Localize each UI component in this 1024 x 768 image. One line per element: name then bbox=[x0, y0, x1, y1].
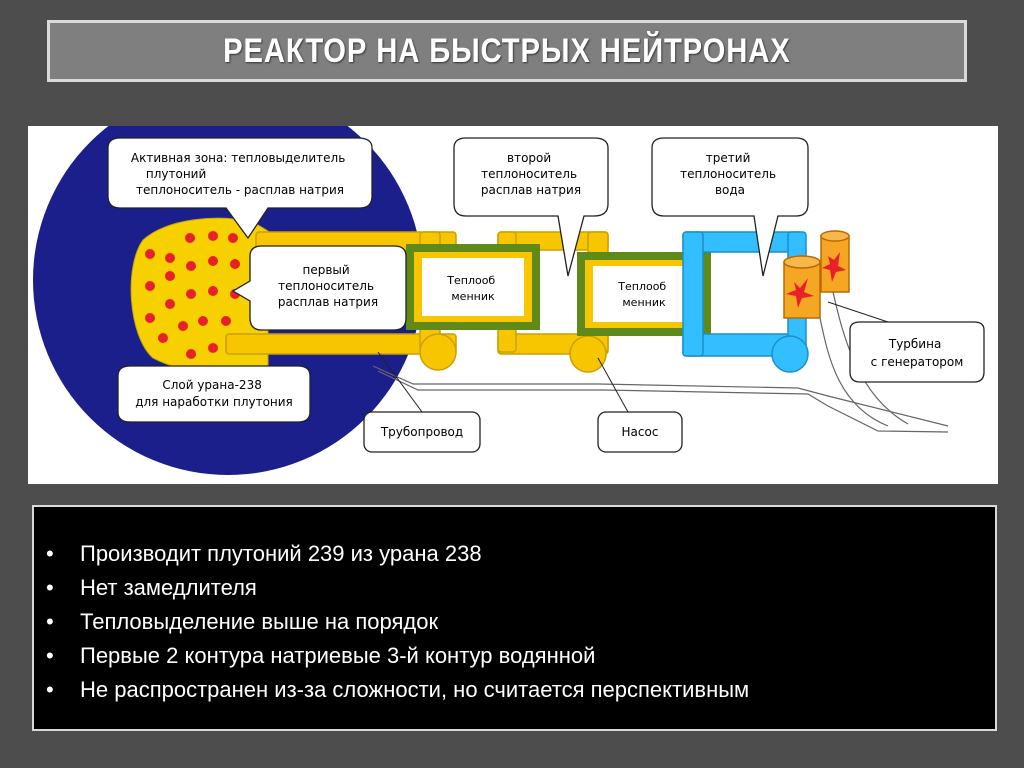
return-lines bbox=[372, 291, 949, 433]
primary-pump bbox=[419, 333, 457, 371]
bullet-text: Нет замедлителя bbox=[80, 575, 257, 600]
bullet-dot-icon: • bbox=[46, 541, 54, 566]
callout-second-text: второй теплоноситель расплав натрия bbox=[481, 151, 581, 197]
list-item: • Не распространен из-за сложности, но сч… bbox=[42, 673, 995, 707]
turbine-label: Турбина с генератором bbox=[871, 337, 964, 369]
callout-core-bubble bbox=[107, 137, 373, 240]
fuel-dots bbox=[145, 231, 240, 359]
pump-label: Насос bbox=[622, 425, 659, 439]
bullet-dot-icon: • bbox=[46, 575, 54, 600]
list-item: • Производит плутоний 239 из урана 238 bbox=[42, 537, 995, 571]
title-bar: РЕАКТОР НА БЫСТРЫХ НЕЙТРОНАХ bbox=[47, 20, 967, 82]
bullet-dot-icon: • bbox=[46, 677, 54, 702]
bullet-text: Производит плутоний 239 из урана 238 bbox=[80, 541, 482, 566]
pump-label-box bbox=[597, 411, 683, 453]
spark-icon-2 bbox=[822, 252, 846, 282]
callout-third-bubble bbox=[651, 137, 809, 277]
slide-title: РЕАКТОР НА БЫСТРЫХ НЕЙТРОНАХ bbox=[223, 31, 791, 70]
reactor-diagram: Активная зона: тепловыделитель плутоний … bbox=[28, 126, 998, 484]
bullet-text: Тепловыделение выше на порядок bbox=[80, 609, 439, 634]
turbine-label-box bbox=[849, 321, 985, 383]
water-loop bbox=[682, 231, 809, 373]
secondary-pump bbox=[569, 335, 607, 373]
callout-uranium-bubble bbox=[117, 365, 311, 423]
bullet-dot-icon: • bbox=[46, 643, 54, 668]
spark-icon bbox=[786, 278, 814, 308]
list-item: • Тепловыделение выше на порядок bbox=[42, 605, 995, 639]
bullet-text: Первые 2 контура натриевые 3-й контур во… bbox=[80, 643, 596, 668]
bullet-panel: • Производит плутоний 239 из урана 238 • Н… bbox=[32, 505, 997, 731]
list-item: • Нет замедлителя bbox=[42, 571, 995, 605]
bullet-text: Не распространен из-за сложности, но счи… bbox=[80, 677, 750, 702]
list-item: • Первые 2 контура натриевые 3-й контур в… bbox=[42, 639, 995, 673]
pipeline-label: Трубопровод bbox=[380, 425, 463, 439]
callout-core-text: Активная зона: тепловыделитель плутоний … bbox=[131, 151, 349, 197]
callout-third-text: третий теплоноситель вода bbox=[680, 151, 780, 197]
callout-first-bubble bbox=[231, 245, 407, 331]
heat-exchanger-1-text: Теплооб менник bbox=[446, 274, 498, 303]
callout-uranium-text: Слой урана-238 для наработки плутония bbox=[135, 378, 293, 409]
callout-second-bubble bbox=[453, 137, 609, 277]
callout-first-text: первый теплоноситель расплав натрия bbox=[278, 263, 378, 309]
water-pump bbox=[771, 335, 809, 373]
reactor-diagram-svg: Активная зона: тепловыделитель плутоний … bbox=[33, 126, 985, 475]
bullet-dot-icon: • bbox=[46, 609, 54, 634]
bullet-list: • Производит плутоний 239 из урана 238 • Н… bbox=[34, 507, 995, 707]
heat-exchanger-2-text: Теплооб менник bbox=[617, 280, 669, 309]
